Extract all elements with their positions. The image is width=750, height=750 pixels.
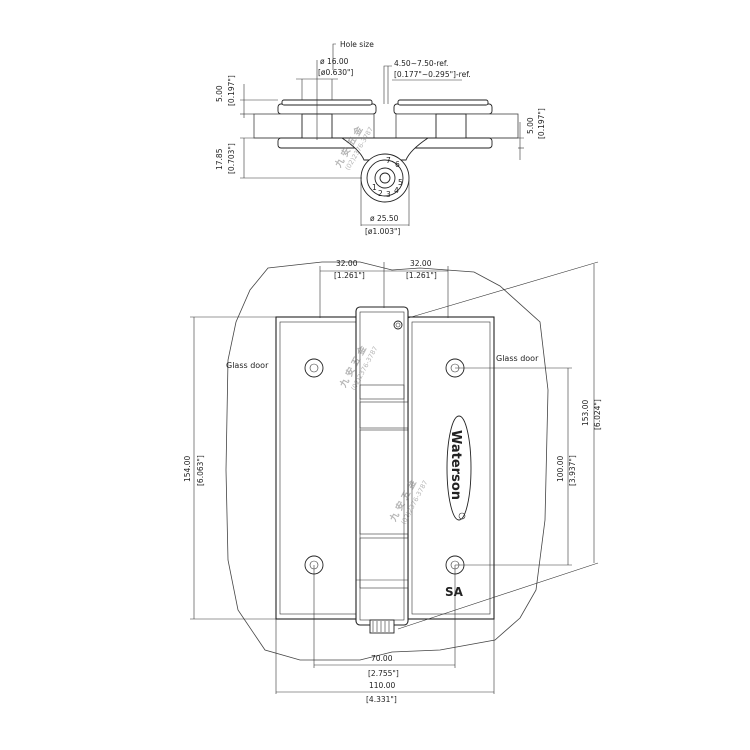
hole-span-in: [2.755"] [368,669,399,678]
hole-dia-mm: ø 16.00 [320,57,349,66]
barrel-dia-mm: ø 25.50 [370,214,399,223]
right-offset-in: [1.261"] [406,271,437,280]
left-thickness-mm: 5.00 [215,85,224,102]
right-thickness-in: [0.197"] [537,108,546,139]
dial-number: 3 [386,190,391,199]
dial-number: 2 [378,189,383,198]
left-offset-mm: 32.00 [336,259,358,268]
width-mm: 110.00 [369,681,395,690]
dial-number: 5 [398,178,403,187]
hole-dia-in: [ø0.630"] [318,68,353,77]
gap-mm: 4.50~7.50-ref. [394,59,448,68]
left-offset-in: [1.261"] [334,271,365,280]
hole-pitch-in: [3.937"] [568,455,577,486]
left-thickness-in: [0.197"] [227,75,236,106]
height-in: [6.063"] [196,455,205,486]
model-label: SA [445,585,464,599]
dial-number: 1 [372,183,377,192]
front-view: Waterson SA Glass door Glass door 32.00 … [183,259,602,704]
dial-number: 6 [395,160,400,169]
right-offset-mm: 32.00 [410,259,432,268]
glass-door-left-label: Glass door [226,361,269,370]
height-mm: 154.00 [183,456,192,482]
width-in: [4.331"] [366,695,397,704]
barrel-dia-in: [ø1.003"] [365,227,400,236]
depth-mm: 17.85 [215,148,224,170]
hole-span-mm: 70.00 [371,654,393,663]
dial-number: 4 [394,186,399,195]
hole-pitch-mm: 100.00 [556,456,565,482]
right-height-in: [6.024"] [593,399,602,430]
brand-logo-text: Waterson [448,430,463,500]
dial-number: 7 [386,156,391,165]
right-height-mm: 153.00 [581,400,590,426]
hole-size-label: Hole size [340,40,374,49]
right-thickness-mm: 5.00 [526,117,535,134]
gap-in: [0.177"~0.295"]-ref. [394,70,471,79]
glass-door-right-label: Glass door [496,354,539,363]
depth-in: [0.703"] [227,143,236,174]
top-view: 1 2 3 4 5 6 7 Hole size ø 16.00 [ø0.630"… [215,40,546,236]
